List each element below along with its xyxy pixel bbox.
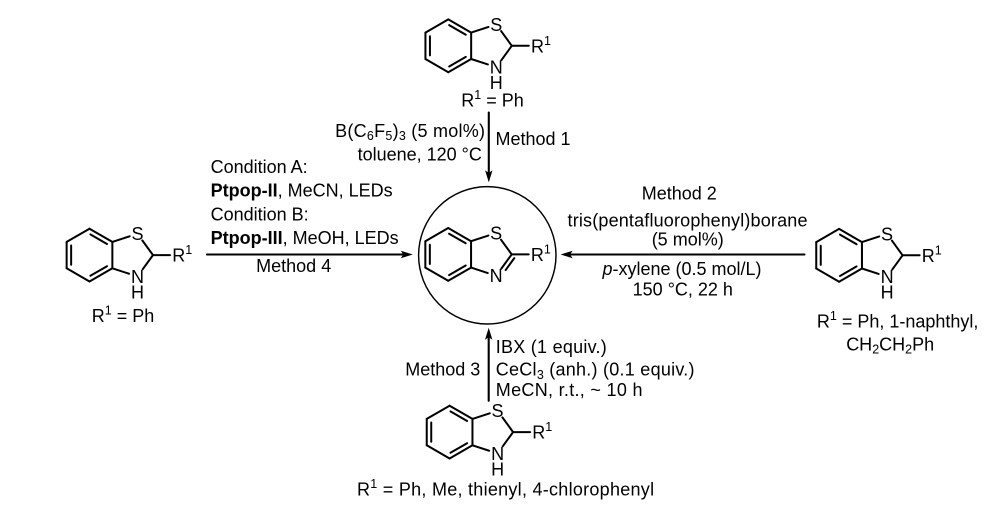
svg-text:R1: R1	[531, 34, 551, 57]
svg-text:R1 = Ph: R1 = Ph	[92, 303, 154, 326]
svg-text:N: N	[490, 266, 503, 286]
svg-text:R1 = Ph: R1 = Ph	[461, 88, 523, 111]
svg-text:H: H	[491, 459, 504, 479]
svg-text:Method 2: Method 2	[642, 184, 717, 204]
svg-text:N: N	[490, 58, 503, 78]
svg-text:R1: R1	[531, 243, 551, 266]
svg-text:S: S	[881, 224, 893, 244]
svg-text:H: H	[881, 283, 894, 303]
svg-text:R1: R1	[532, 420, 552, 443]
svg-text:S: S	[131, 224, 143, 244]
svg-text:CH2CH2Ph: CH2CH2Ph	[846, 334, 934, 356]
svg-text:Ptpop-III, MeOH, LEDs: Ptpop-III, MeOH, LEDs	[211, 228, 399, 248]
svg-text:Condition A:: Condition A:	[211, 157, 308, 177]
svg-text:tris(pentafluorophenyl)borane: tris(pentafluorophenyl)borane	[568, 210, 808, 230]
svg-text:R1 = Ph, Me, thienyl, 4-chloro: R1 = Ph, Me, thienyl, 4-chlorophenyl	[357, 477, 654, 500]
svg-text:Condition B:: Condition B:	[211, 204, 309, 224]
svg-text:Method 3: Method 3	[405, 360, 480, 380]
svg-text:S: S	[492, 401, 504, 421]
svg-text:R1: R1	[922, 243, 942, 266]
svg-text:H: H	[490, 73, 503, 93]
svg-text:R1: R1	[172, 243, 192, 266]
svg-text:Method 1: Method 1	[496, 129, 571, 149]
svg-text:B(C6F5)3 (5 mol%): B(C6F5)3 (5 mol%)	[335, 121, 485, 143]
svg-text:N: N	[491, 444, 504, 464]
svg-text:Method 4: Method 4	[256, 256, 331, 276]
svg-text:N: N	[131, 267, 144, 287]
svg-text:MeCN, r.t., ~ 10 h: MeCN, r.t., ~ 10 h	[496, 380, 643, 400]
svg-text:p-xylene (0.5 mol/L): p-xylene (0.5 mol/L)	[601, 259, 761, 279]
svg-text:toluene, 120 °C: toluene, 120 °C	[358, 144, 482, 164]
svg-text:IBX (1 equiv.): IBX (1 equiv.)	[496, 337, 607, 357]
svg-text:150 °C, 22 h: 150 °C, 22 h	[633, 280, 733, 300]
svg-text:N: N	[881, 267, 894, 287]
svg-text:Ptpop-II, MeCN, LEDs: Ptpop-II, MeCN, LEDs	[211, 181, 393, 201]
svg-text:H: H	[131, 282, 144, 302]
svg-text:R1 = Ph, 1-naphthyl,: R1 = Ph, 1-naphthyl,	[817, 309, 979, 332]
svg-text:S: S	[490, 15, 502, 35]
svg-text:(5 mol%): (5 mol%)	[652, 229, 724, 249]
svg-text:S: S	[490, 223, 502, 243]
svg-text:CeCl3 (anh.) (0.1 equiv.): CeCl3 (anh.) (0.1 equiv.)	[496, 360, 695, 382]
